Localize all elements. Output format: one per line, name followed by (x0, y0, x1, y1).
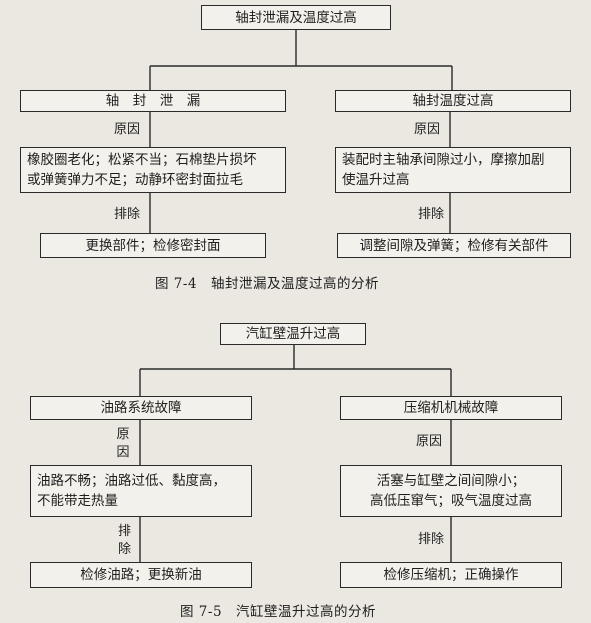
fig4-right-fix-text: 调整间隙及弹簧；检修有关部件 (359, 237, 549, 254)
fig4-right-fix-box: 调整间隙及弹簧；检修有关部件 (337, 233, 571, 258)
fig4-root-box: 轴封泄漏及温度过高 (201, 5, 391, 30)
fig5-left-title-text: 油路系统故障 (100, 400, 182, 416)
fig5-left-cause-label: 原因 (113, 426, 133, 462)
fig5-right-fix-box: 检修压缩机；正确操作 (340, 562, 562, 588)
fig4-right-title-box: 轴封温度过高 (335, 90, 571, 112)
fig5-left-title-box: 油路系统故障 (30, 396, 252, 420)
fig5-right-title-text: 压缩机机械故障 (403, 400, 499, 416)
fig5-right-fix-label: 排除 (416, 532, 447, 548)
fig5-right-cause-box: 活塞与缸壁之间间隙小； 高低压窜气；吸气温度过高 (340, 465, 562, 517)
fig5-right-fix-text: 检修压缩机；正确操作 (383, 567, 519, 583)
fig4-left-cause-label: 原因 (112, 122, 143, 138)
fig5-left-cause-line1: 油路不畅；油路过低、黏度高， (37, 473, 226, 489)
fig4-left-cause-box: 橡胶圈老化；松紧不当；石棉垫片损坏 或弹簧弹力不足；动静环密封面拉毛 (20, 147, 286, 193)
fig4-right-title-text: 轴封温度过高 (412, 93, 494, 109)
fig4-left-title-text: 轴 封 泄 漏 (105, 93, 201, 109)
fig4-left-fix-box: 更换部件；检修密封面 (40, 233, 266, 258)
fig5-left-cause-line2: 不能带走热量 (37, 493, 118, 509)
fig5-left-fix-box: 检修油路；更换新油 (30, 562, 252, 588)
fig4-right-fix-label: 排除 (416, 207, 447, 223)
fig5-right-cause-line1: 活塞与缸壁之间间隙小； (376, 473, 526, 489)
fig4-left-cause-line1: 橡胶圈老化；松紧不当；石棉垫片损坏 (27, 152, 257, 168)
fig4-right-cause-line1: 装配时主轴承间隙过小，摩擦加剧 (342, 152, 545, 168)
fig4-root-text: 轴封泄漏及温度过高 (235, 9, 357, 26)
fig4-right-cause-label: 原因 (412, 122, 443, 138)
fig5-left-fix-label-1: 排 (116, 524, 134, 540)
fig4-left-cause-line2: 或弹簧弹力不足；动静环密封面拉毛 (27, 172, 243, 188)
fig4-left-title-box: 轴 封 泄 漏 (20, 90, 286, 112)
fig5-left-fix-text: 检修油路；更换新油 (80, 567, 202, 583)
fig5-caption: 图 7-5 汽缸壁温升过高的分析 (180, 604, 377, 620)
fig5-right-title-box: 压缩机机械故障 (340, 396, 562, 420)
fig5-left-cause-box: 油路不畅；油路过低、黏度高， 不能带走热量 (30, 465, 252, 517)
fig5-right-cause-line2: 高低压窜气；吸气温度过高 (370, 493, 532, 509)
fig5-root-text: 汽缸壁温升过高 (245, 326, 341, 342)
fig5-right-cause-label: 原因 (414, 434, 445, 450)
fig5-left-fix-label-2: 除 (116, 542, 134, 558)
fig4-right-cause-line2: 使温升过高 (342, 172, 410, 188)
fig5-root-box: 汽缸壁温升过高 (220, 323, 366, 345)
fig4-left-fix-text: 更换部件；检修密封面 (85, 237, 221, 254)
fig4-left-fix-label: 排除 (112, 207, 143, 223)
fig4-caption: 图 7-4 轴封泄漏及温度过高的分析 (155, 276, 380, 292)
fig4-right-cause-box: 装配时主轴承间隙过小，摩擦加剧 使温升过高 (335, 147, 571, 193)
